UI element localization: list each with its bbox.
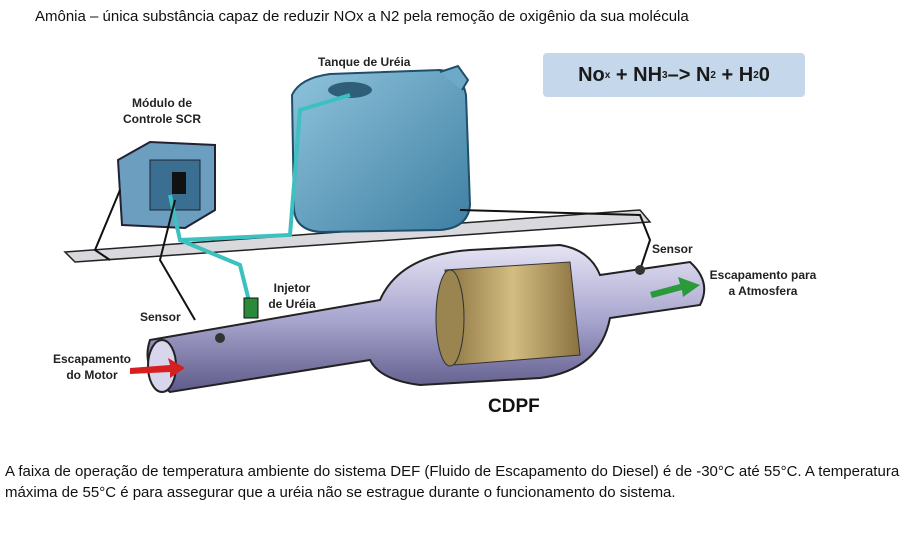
exhaust-pipe — [146, 243, 706, 394]
label-exhaust-in: Escapamento do Motor — [46, 351, 138, 383]
sensor-left-dot — [215, 333, 225, 343]
scr-control-module — [116, 140, 216, 230]
exhaust-in-arrow — [130, 358, 185, 378]
label-tank: Tanque de Uréia — [318, 55, 411, 69]
label-injector-line1: Injetor — [273, 281, 311, 295]
eq-sub-2b: 2 — [753, 69, 759, 81]
eq-n: –> N — [667, 63, 711, 86]
label-cdpf: CDPF — [488, 396, 540, 417]
label-exhaust-out: Escapamento para a Atmosfera — [700, 267, 826, 299]
eq-sub-2a: 2 — [710, 69, 716, 81]
label-sensor-left: Sensor — [140, 310, 181, 324]
label-module-line1: Módulo de — [132, 96, 192, 110]
label-sensor-right: Sensor — [652, 242, 693, 256]
exhaust-out-arrow — [650, 277, 700, 298]
eq-nh: + NH — [610, 63, 663, 86]
scr-system-illustration — [63, 64, 706, 394]
sensor-right-dot — [635, 265, 645, 275]
label-exhaust-in-line1: Escapamento — [52, 352, 132, 366]
label-injector-line2: de Uréia — [268, 297, 316, 311]
label-injector: Injetor de Uréia — [262, 280, 322, 312]
eq-o: 0 — [758, 63, 770, 86]
title: Amônia – única substância capaz de reduz… — [35, 8, 689, 25]
label-exhaust-out-line1: Escapamento para — [709, 268, 817, 282]
label-exhaust-out-line2: a Atmosfera — [728, 284, 798, 298]
label-module-line2: Controle SCR — [123, 112, 201, 126]
eq-nox: No — [578, 63, 605, 86]
eq-sub-3: 3 — [662, 69, 668, 81]
urea-tank — [290, 64, 472, 234]
description-paragraph: A faixa de operação de temperatura ambie… — [5, 463, 900, 501]
eq-h: + H — [715, 63, 754, 86]
eq-sub-x: x — [604, 69, 611, 81]
label-exhaust-in-line2: do Motor — [66, 368, 118, 382]
urea-injector — [243, 297, 259, 319]
label-module: Módulo de Controle SCR — [112, 95, 212, 127]
